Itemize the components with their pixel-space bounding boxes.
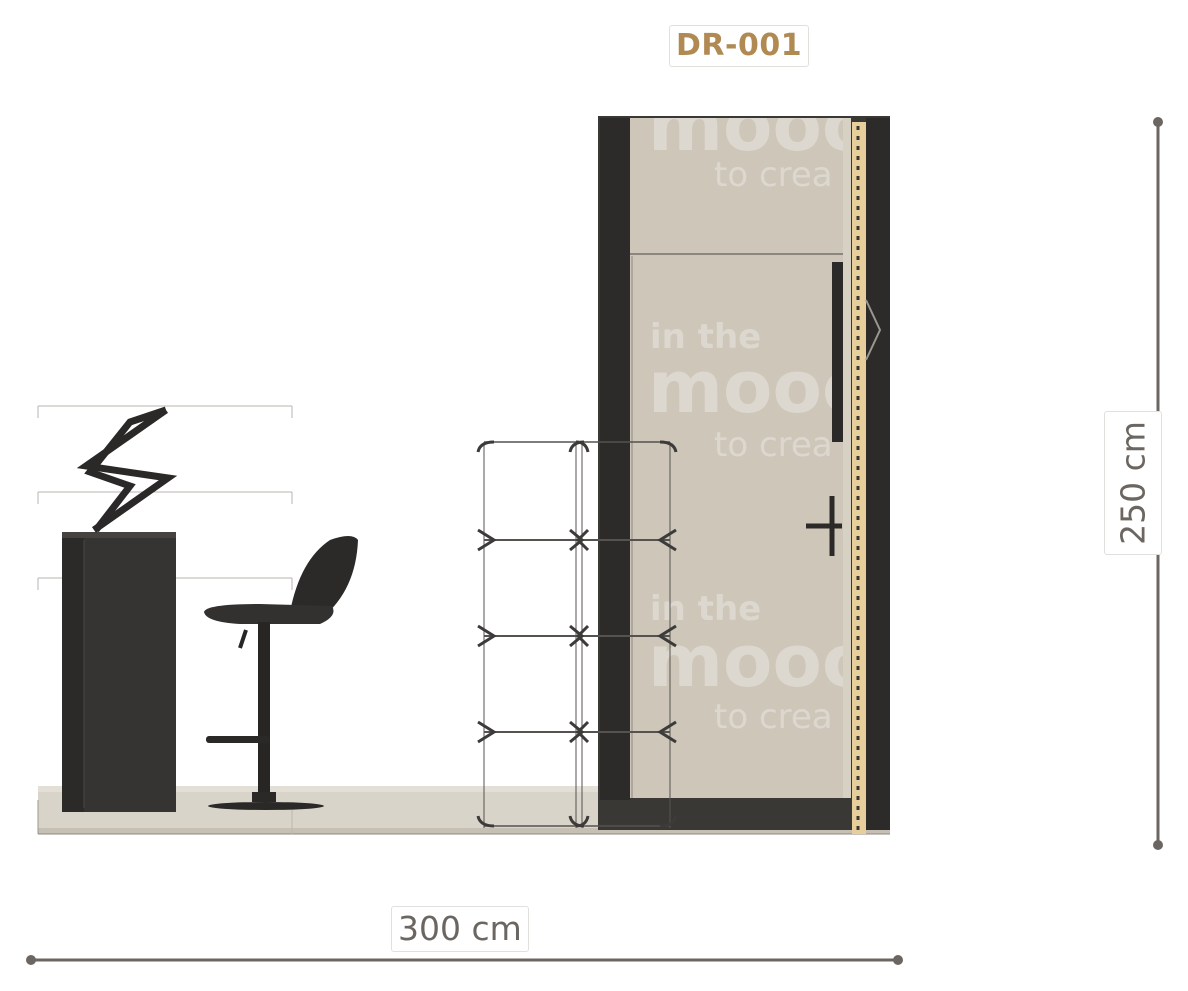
panel-graphic-word: mooo xyxy=(648,619,871,703)
width-dimension-line xyxy=(26,955,903,965)
panel-graphic-word: in the xyxy=(650,317,761,357)
zigzag-sculpture xyxy=(76,406,178,533)
drawing-code-label: DR-001 xyxy=(669,25,810,67)
booth-structure: mooo to crea in the mooo to crea in the … xyxy=(598,83,890,834)
panel-graphic-word: to crea xyxy=(714,697,833,737)
panel-graphic-word: mooo xyxy=(648,345,871,429)
panel-graphic-word: to crea xyxy=(714,425,833,465)
panel-graphic-word: to crea xyxy=(714,155,833,195)
height-dimension-label: 250 cm xyxy=(1104,411,1162,555)
height-dimension-text: 250 cm xyxy=(1113,421,1153,545)
door-handle xyxy=(806,496,842,556)
panel-graphic: mooo to crea in the mooo to crea in the … xyxy=(648,83,871,737)
bar-stool xyxy=(204,536,358,810)
counter-cabinet xyxy=(62,532,176,812)
panel-graphic-word: mooo xyxy=(648,83,871,167)
panel-graphic-word: in the xyxy=(650,589,761,629)
door-hinge-bar xyxy=(832,262,846,442)
width-dimension-label: 300 cm xyxy=(391,906,529,952)
shelving-rack xyxy=(476,440,678,828)
